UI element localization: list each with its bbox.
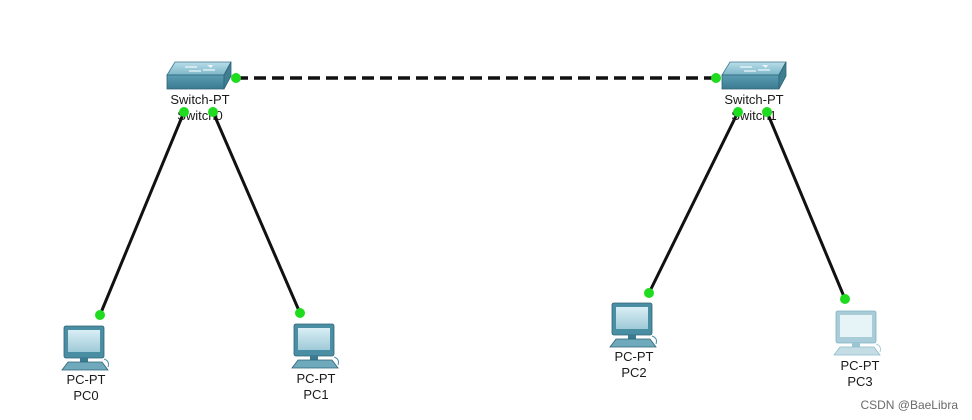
- port-up-icon: [295, 308, 305, 318]
- pc3-type-label: PC-PT: [841, 358, 880, 373]
- switch0-device[interactable]: Switch-PT Switch0: [166, 61, 232, 123]
- pc1-type-label: PC-PT: [297, 371, 336, 386]
- link-switch0-pc0[interactable]: [98, 111, 186, 316]
- port-indicators: [95, 73, 850, 320]
- port-up-icon: [840, 294, 850, 304]
- link-switch1-pc3[interactable]: [765, 111, 847, 300]
- pc-icon: [61, 325, 109, 371]
- pc1-device[interactable]: PC-PT PC1: [291, 323, 339, 402]
- pc1-name-label: PC1: [303, 387, 328, 402]
- link-switch0-pc1[interactable]: [211, 111, 302, 314]
- port-up-icon: [762, 107, 772, 117]
- pc2-device[interactable]: PC-PT PC2: [609, 302, 657, 380]
- pc0-name-label: PC0: [73, 388, 98, 403]
- watermark: CSDN @BaeLibra: [860, 398, 958, 412]
- pc2-name-label: PC2: [621, 365, 646, 380]
- switch1-device[interactable]: Switch-PT Switch1: [721, 61, 787, 123]
- port-up-icon: [711, 73, 721, 83]
- port-up-icon: [95, 310, 105, 320]
- pc-icon: [291, 323, 339, 369]
- pc-icon: [609, 302, 657, 348]
- port-up-icon: [644, 288, 654, 298]
- port-up-icon: [179, 107, 189, 117]
- switch-icon: [721, 61, 787, 90]
- pc0-type-label: PC-PT: [67, 372, 106, 387]
- pc3-name-label: PC3: [847, 374, 872, 389]
- link-switch1-pc2[interactable]: [647, 111, 740, 294]
- switch0-type-label: Switch-PT: [170, 92, 229, 107]
- pc0-device[interactable]: PC-PT PC0: [61, 325, 109, 403]
- links-layer: [98, 76, 847, 316]
- pc2-type-label: PC-PT: [615, 349, 654, 364]
- port-up-icon: [733, 107, 743, 117]
- port-up-icon: [231, 73, 241, 83]
- pc-icon: [833, 310, 881, 356]
- pc3-device[interactable]: PC-PT PC3: [833, 310, 881, 389]
- switch1-type-label: Switch-PT: [724, 92, 783, 107]
- port-up-icon: [208, 107, 218, 117]
- switch-icon: [166, 61, 232, 90]
